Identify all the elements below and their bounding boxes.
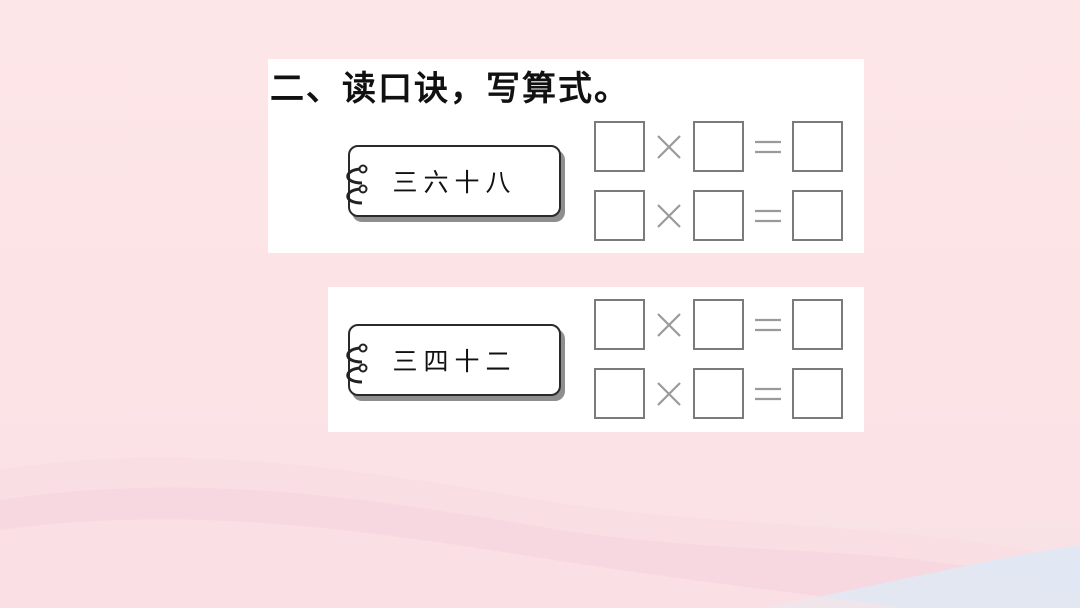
rhyme-text: 三六十八	[392, 168, 517, 197]
answer-box-product[interactable]	[792, 299, 843, 350]
exercise-panel-1: 二、读口诀，写算式。 三六十八	[268, 59, 864, 253]
equals-sign-icon	[744, 368, 792, 419]
rhyme-card-2: 三四十二	[346, 324, 561, 396]
equation-row	[594, 368, 843, 419]
equals-sign-icon	[744, 121, 792, 172]
rhyme-text: 三四十二	[392, 347, 517, 376]
exercise-heading: 二、读口诀，写算式。	[270, 69, 630, 109]
equation-row	[594, 190, 843, 241]
binder-rings-icon	[346, 164, 368, 205]
equation-row	[594, 121, 843, 172]
answer-box-factor-1[interactable]	[594, 190, 645, 241]
rhyme-card-1: 三六十八	[346, 145, 561, 217]
multiply-sign-icon	[645, 121, 693, 172]
multiply-sign-icon	[645, 190, 693, 241]
answer-box-product[interactable]	[792, 121, 843, 172]
answer-box-factor-2[interactable]	[693, 121, 744, 172]
equation-row	[594, 299, 843, 350]
answer-box-factor-1[interactable]	[594, 368, 645, 419]
answer-box-product[interactable]	[792, 368, 843, 419]
answer-box-product[interactable]	[792, 190, 843, 241]
equals-sign-icon	[744, 190, 792, 241]
answer-box-factor-1[interactable]	[594, 121, 645, 172]
equals-sign-icon	[744, 299, 792, 350]
answer-box-factor-2[interactable]	[693, 299, 744, 350]
multiply-sign-icon	[645, 368, 693, 419]
multiply-sign-icon	[645, 299, 693, 350]
exercise-panel-2: 三四十二	[328, 287, 864, 432]
answer-box-factor-1[interactable]	[594, 299, 645, 350]
answer-box-factor-2[interactable]	[693, 190, 744, 241]
binder-rings-icon	[346, 343, 368, 384]
answer-box-factor-2[interactable]	[693, 368, 744, 419]
